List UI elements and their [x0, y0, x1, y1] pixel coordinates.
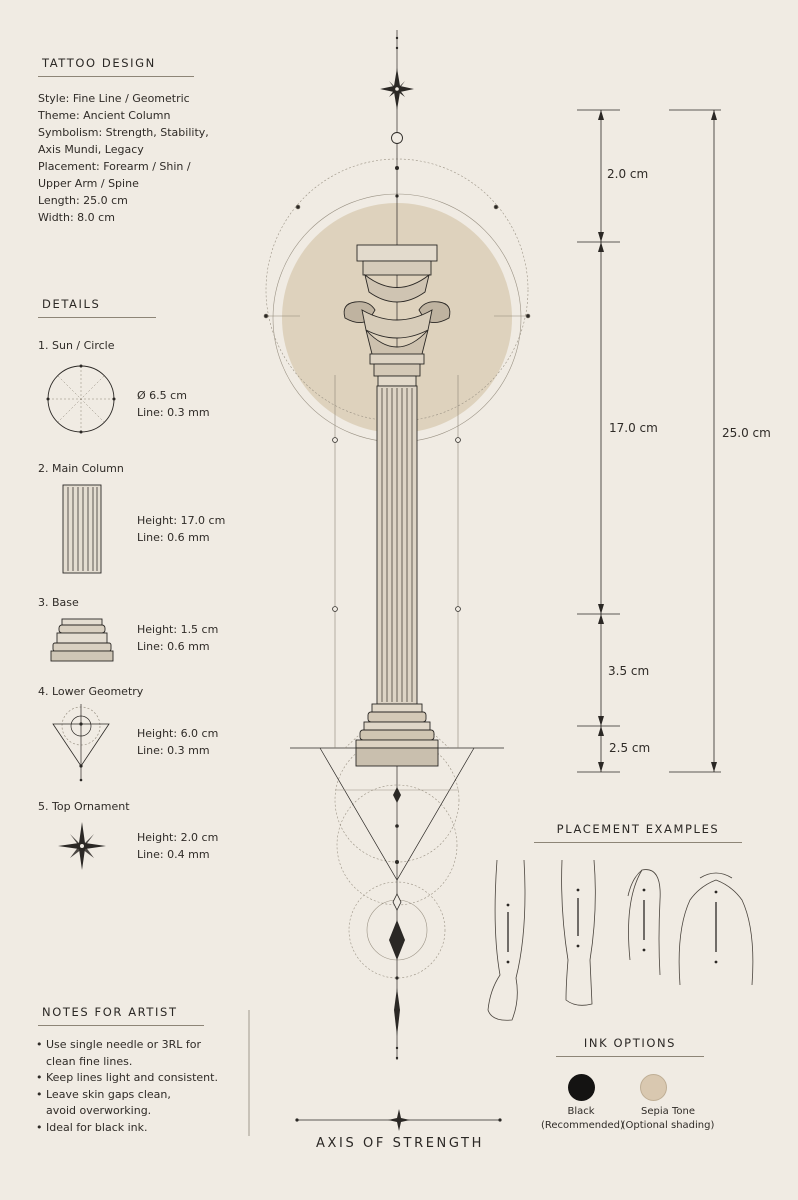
column-base-icon [50, 618, 114, 662]
info-symbolism: Symbolism: Strength, Stability, [38, 126, 209, 139]
detail-column-title: 2. Main Column [38, 462, 124, 475]
design-caption: AXIS OF STRENGTH [316, 1136, 484, 1151]
detail-ornament-specs: Height: 2.0 cm Line: 0.4 mm [137, 829, 218, 863]
detail-base-line: Line: 0.6 mm [137, 640, 210, 653]
tattoo-design-heading: TATTOO DESIGN [38, 56, 194, 77]
ink-sepia-label: Sepia Tone (Optional shading) [621, 1106, 715, 1131]
dimension-base: 2.5 cm [609, 741, 651, 755]
sun-circle-icon [46, 364, 116, 434]
detail-geometry-specs: Height: 6.0 cm Line: 0.3 mm [137, 725, 218, 759]
notes-section: NOTES FOR ARTIST [38, 1005, 204, 1026]
info-width: Width: 8.0 cm [38, 211, 115, 224]
info-theme: Theme: Ancient Column [38, 109, 171, 122]
placement-heading: PLACEMENT EXAMPLES [534, 822, 742, 843]
detail-column-height: Height: 17.0 cm [137, 514, 226, 527]
ink-options-section: INK OPTIONS [556, 1036, 704, 1057]
detail-base-specs: Height: 1.5 cm Line: 0.6 mm [137, 621, 218, 655]
note-item: • Keep lines light and consistent. [36, 1071, 218, 1084]
detail-sun-title: 1. Sun / Circle [38, 339, 115, 352]
dimension-lower: 3.5 cm [608, 664, 650, 678]
detail-ornament-height: Height: 2.0 cm [137, 831, 219, 844]
caption-star-icon [388, 1109, 410, 1131]
dimension-column: 17.0 cm [609, 421, 658, 435]
info-placement: Placement: Forearm / Shin / [38, 160, 191, 173]
notes-heading: NOTES FOR ARTIST [38, 1005, 204, 1026]
detail-ornament-title: 5. Top Ornament [38, 800, 130, 813]
detail-base-height: Height: 1.5 cm [137, 623, 219, 636]
note-item: • Ideal for black ink. [36, 1120, 148, 1134]
ink-swatch-black [568, 1074, 595, 1101]
star-ornament-icon [58, 822, 106, 870]
ink-black-label: Black (Recommended) [541, 1106, 624, 1131]
details-section: DETAILS [38, 297, 156, 318]
column-shaft [376, 385, 418, 705]
detail-geometry-height: Height: 6.0 cm [137, 727, 219, 740]
lower-geometry-icon [52, 704, 110, 782]
info-style: Style: Fine Line / Geometric [38, 92, 190, 105]
dimension-top: 2.0 cm [607, 167, 649, 181]
detail-sun-size: Ø 6.5 cm [137, 389, 187, 402]
detail-column-line: Line: 0.6 mm [137, 531, 210, 544]
info-placement-cont: Upper Arm / Spine [38, 177, 139, 190]
detail-sun-line: Line: 0.3 mm [137, 406, 210, 419]
column-base [355, 703, 439, 767]
tattoo-design-section: TATTOO DESIGN [38, 56, 194, 77]
tattoo-design-info: Style: Fine Line / Geometric Theme: Anci… [38, 90, 209, 226]
detail-base-title: 3. Base [38, 596, 79, 609]
ink-options-heading: INK OPTIONS [556, 1036, 704, 1057]
top-ring-icon [391, 132, 403, 144]
column-capital [343, 244, 451, 387]
info-length: Length: 25.0 cm [38, 194, 128, 207]
note-item: • Leave skin gaps clean,avoid overworkin… [36, 1087, 171, 1118]
detail-geometry-line: Line: 0.3 mm [137, 744, 210, 757]
details-heading: DETAILS [38, 297, 156, 318]
dimension-total: 25.0 cm [722, 426, 771, 440]
detail-column-specs: Height: 17.0 cm Line: 0.6 mm [137, 512, 225, 546]
detail-ornament-line: Line: 0.4 mm [137, 848, 210, 861]
info-symbolism-cont: Axis Mundi, Legacy [38, 143, 144, 156]
dimension-lines [577, 109, 721, 773]
ink-swatch-sepia [640, 1074, 667, 1101]
detail-geometry-title: 4. Lower Geometry [38, 685, 144, 698]
column-shaft-icon [62, 484, 102, 574]
placement-section: PLACEMENT EXAMPLES [534, 822, 742, 843]
detail-sun-specs: Ø 6.5 cm Line: 0.3 mm [137, 387, 210, 421]
lower-diamond-icon [389, 920, 405, 960]
placement-figures [487, 859, 754, 1021]
